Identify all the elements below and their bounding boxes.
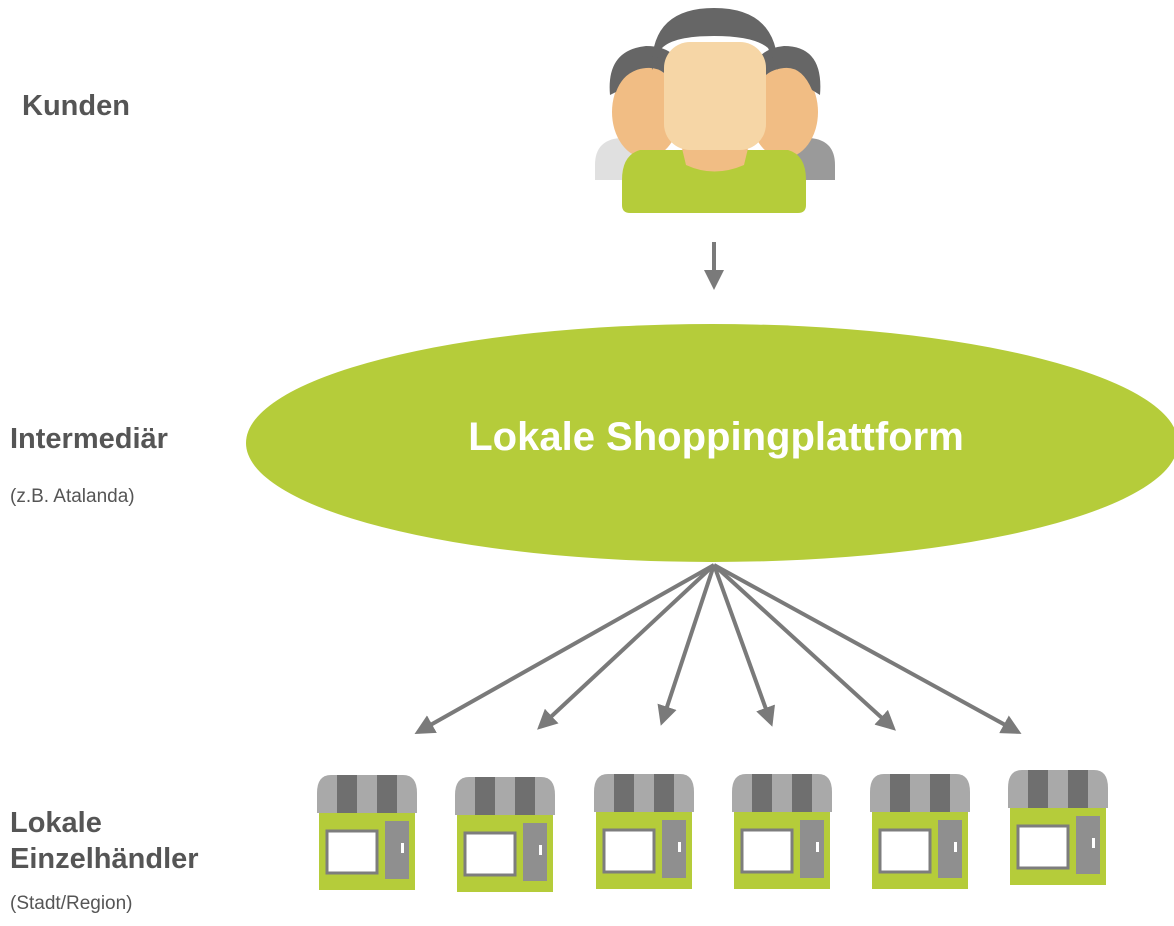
storefront-icon	[455, 777, 555, 892]
intermediary-example-label: (z.B. Atalanda)	[10, 486, 135, 507]
customers-label: Kunden	[22, 90, 130, 122]
arrow-to-store-6	[713, 563, 1022, 734]
retailers-scope-label: (Stadt/Region)	[10, 893, 133, 914]
arrow-to-store-2	[537, 563, 716, 730]
people-group-icon	[595, 8, 835, 213]
arrow-to-store-4	[712, 564, 775, 727]
arrow-to-store-3	[657, 564, 716, 726]
arrow-to-store-1	[414, 563, 715, 734]
retailers-label-line2: Einzelhändler	[10, 843, 199, 875]
storefront-icon	[732, 774, 832, 889]
platform-label: Lokale Shoppingplattform	[468, 415, 964, 459]
retailers-label: Lokale Einzelhändler	[10, 805, 199, 877]
intermediary-label: Intermediär	[10, 423, 168, 455]
arrow-to-store-5	[712, 563, 896, 731]
storefront-icon	[317, 775, 417, 890]
retailers-label-line1: Lokale	[10, 807, 102, 839]
storefront-icon	[870, 774, 970, 889]
storefront-icon	[594, 774, 694, 889]
platform-ellipse	[246, 324, 1174, 562]
distribution-arrows	[414, 563, 1022, 734]
storefront-icon	[1008, 770, 1108, 885]
